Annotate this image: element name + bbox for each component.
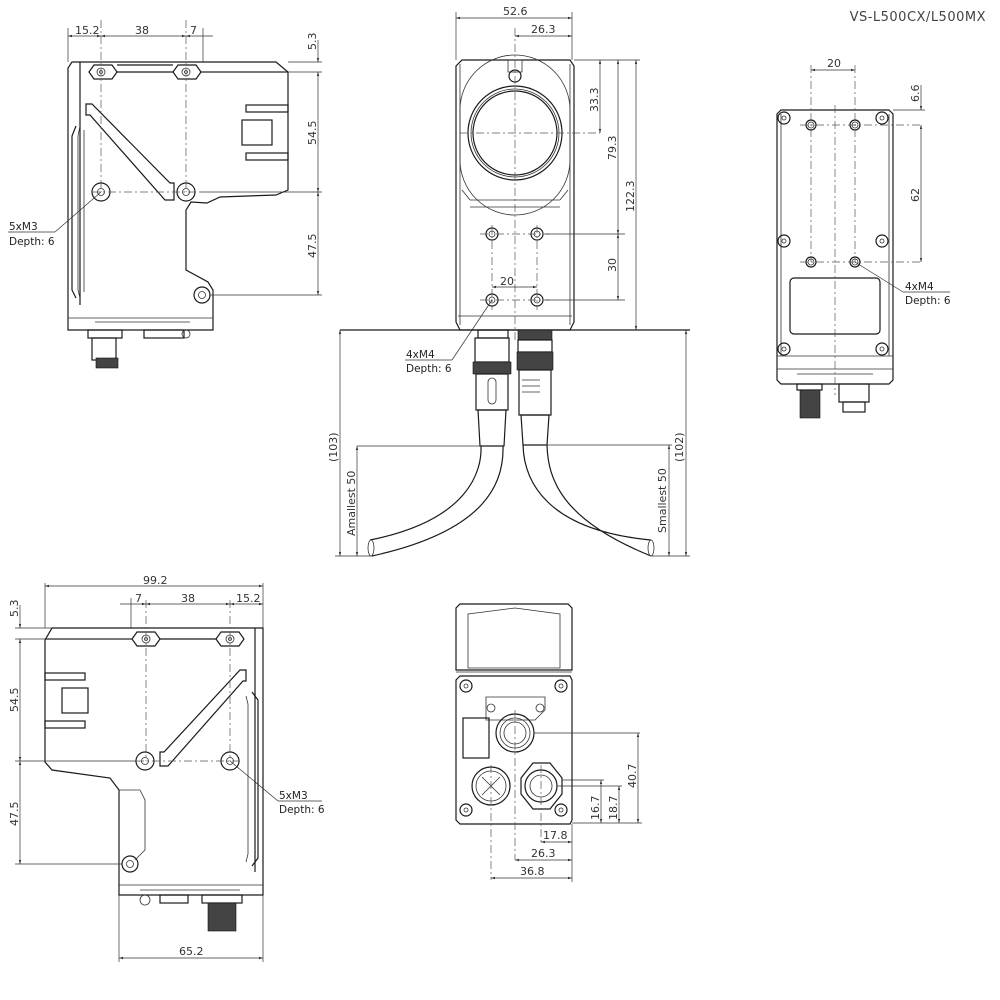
dim-side-left-54-5: 54.5 xyxy=(306,121,319,146)
corner-screw xyxy=(875,342,889,356)
dim-side-left-7: 7 xyxy=(190,24,197,37)
callout-back-line2: Depth: 6 xyxy=(905,295,951,307)
dim-front-26-3: 26.3 xyxy=(531,23,556,36)
dim-cable-right-bend: Smallest 50 xyxy=(656,468,669,533)
dim-front-122-3: 122.3 xyxy=(624,181,637,213)
connector-io xyxy=(520,762,563,810)
dim-side-right-38: 38 xyxy=(181,592,195,605)
dim-bottom-26-3: 26.3 xyxy=(531,847,556,860)
dim-side-left-5-3: 5.3 xyxy=(306,33,319,51)
dim-side-right-5-3: 5.3 xyxy=(8,600,21,618)
callout-side-right-line2: Depth: 6 xyxy=(279,804,325,816)
dim-bottom-18-7: 18.7 xyxy=(607,796,620,821)
dim-side-right-65-2: 65.2 xyxy=(179,945,204,958)
corner-screw xyxy=(777,342,791,356)
bottom-label-slot xyxy=(462,717,490,759)
callout-side-left-line1: 5xM3 xyxy=(9,221,38,233)
dim-bottom-36-8: 36.8 xyxy=(520,865,545,878)
callout-back-line1: 4xM4 xyxy=(905,281,934,293)
model-title: VS-L500CX/L500MX xyxy=(849,10,986,25)
dim-front-20: 20 xyxy=(500,275,514,288)
dim-bottom-40-7: 40.7 xyxy=(626,764,639,789)
corner-screw xyxy=(554,803,568,817)
side-left-rib xyxy=(85,103,175,201)
corner-screw xyxy=(777,111,791,125)
dim-side-right-15-2: 15.2 xyxy=(236,592,261,605)
side-left-body-outline xyxy=(67,61,289,331)
side-view-right: 99.2 7 38 15.2 5.3 54.5 47.5 65.2 5xM3 D… xyxy=(8,574,325,962)
bottom-view: 40.7 16.7 18.7 17.8 26.3 36.8 xyxy=(455,603,642,882)
dim-side-left-38: 38 xyxy=(135,24,149,37)
dim-back-6-6: 6.6 xyxy=(909,85,922,103)
dim-front-79-3: 79.3 xyxy=(606,136,619,161)
side-right-body-outline xyxy=(44,627,264,896)
dim-cable-left-total: (103) xyxy=(327,432,340,462)
dim-side-right-7: 7 xyxy=(135,592,142,605)
bottom-panel-outline xyxy=(455,675,573,825)
hex-boss xyxy=(172,64,202,80)
corner-screw xyxy=(459,679,473,693)
m3-hole xyxy=(193,286,211,304)
side-view-left: 15.2 38 7 5.3 54.5 47.5 5xM3 Depth: 6 xyxy=(8,20,322,369)
callout-side-left-line2: Depth: 6 xyxy=(9,236,55,248)
callout-front-line2: Depth: 6 xyxy=(406,363,452,375)
dim-front-52-6: 52.6 xyxy=(503,5,528,18)
dim-side-right-47-5: 47.5 xyxy=(8,802,21,827)
corner-screw xyxy=(777,234,791,248)
dim-front-30: 30 xyxy=(606,258,619,272)
callout-side-right-line1: 5xM3 xyxy=(279,790,308,802)
callout-front-line1: 4xM4 xyxy=(406,349,435,361)
dim-front-33-3: 33.3 xyxy=(588,88,601,113)
dim-cable-right-total: (102) xyxy=(673,432,686,462)
back-view: 20 6.6 62 4xM4 Depth: 6 xyxy=(776,57,951,419)
hex-boss xyxy=(88,64,118,80)
corner-screw xyxy=(459,803,473,817)
dim-bottom-16-7: 16.7 xyxy=(589,796,602,821)
corner-screw xyxy=(875,111,889,125)
m3-hole xyxy=(121,855,139,873)
dim-back-20: 20 xyxy=(827,57,841,70)
dim-bottom-17-8: 17.8 xyxy=(543,829,568,842)
dim-side-right-54-5: 54.5 xyxy=(8,688,21,713)
dim-cable-left-bend: Amallest 50 xyxy=(345,471,358,536)
dim-side-right-99-2: 99.2 xyxy=(143,574,168,587)
dim-side-left-15-2: 15.2 xyxy=(75,24,100,37)
cable-left xyxy=(367,329,512,557)
corner-screw xyxy=(875,234,889,248)
dim-side-left-47-5: 47.5 xyxy=(306,234,319,259)
side-right-rib xyxy=(159,669,247,767)
front-view: 52.6 26.3 33.3 79.3 122.3 30 20 4xM4 Dep… xyxy=(327,5,690,557)
corner-screw xyxy=(554,679,568,693)
dim-back-62: 62 xyxy=(909,188,922,202)
back-body-outline xyxy=(776,109,894,385)
cable-right xyxy=(516,329,655,557)
